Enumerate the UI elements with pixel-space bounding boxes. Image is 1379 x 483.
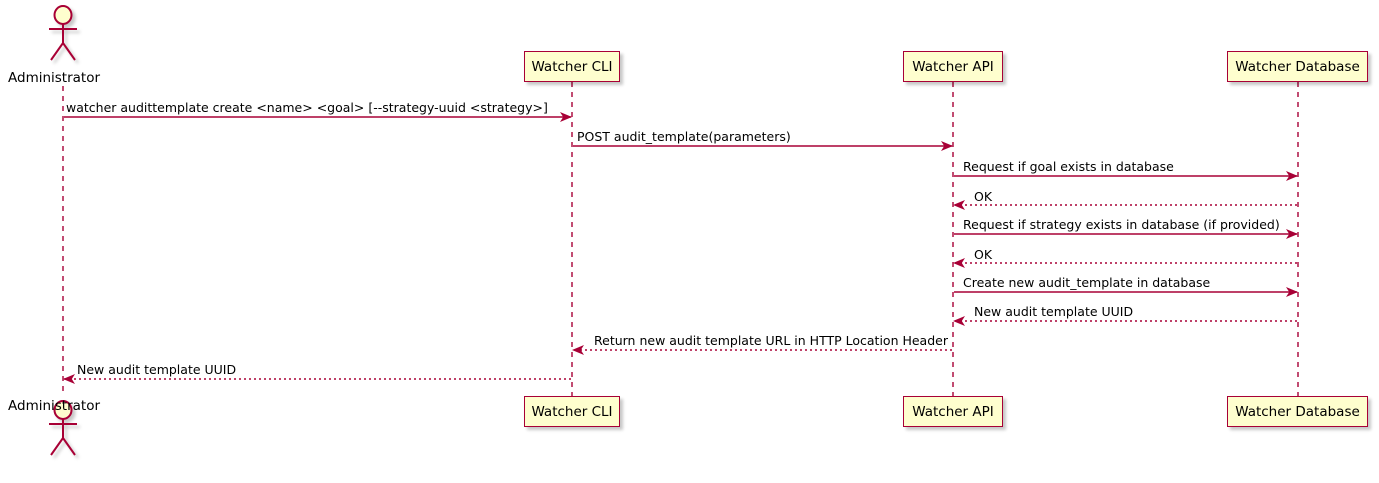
message-label-2: POST audit_template(parameters): [577, 129, 791, 144]
participant-box-watcher-cli-footer[interactable]: Watcher CLI: [524, 396, 620, 427]
message-label-10: New audit template UUID: [77, 362, 237, 377]
message-label-3: Request if goal exists in database: [963, 159, 1174, 174]
actor-figure-administrator-footer: [49, 400, 77, 456]
participant-box-watcher-database-footer[interactable]: Watcher Database: [1227, 396, 1368, 427]
participant-box-watcher-cli-header[interactable]: Watcher CLI: [524, 51, 620, 82]
actor-label-administrator-footer: Administrator: [8, 398, 101, 414]
actor-figures-group: [49, 5, 77, 456]
participant-box-watcher-api-header[interactable]: Watcher API: [903, 51, 1003, 82]
participant-box-watcher-api-footer[interactable]: Watcher API: [903, 396, 1003, 427]
message-label-6: OK: [974, 247, 993, 262]
actor-figure-administrator-header: [49, 5, 77, 61]
message-label-4: OK: [974, 189, 993, 204]
message-label-1: watcher audittemplate create <name> <goa…: [66, 100, 548, 115]
message-label-9: Return new audit template URL in HTTP Lo…: [594, 333, 948, 348]
message-label-8: New audit template UUID: [974, 304, 1134, 319]
participant-box-watcher-database-header[interactable]: Watcher Database: [1227, 51, 1368, 82]
message-arrows-group: [63, 112, 1298, 384]
message-label-5: Request if strategy exists in database (…: [963, 217, 1280, 232]
message-label-7: Create new audit_template in database: [963, 275, 1211, 290]
actor-label-administrator-header: Administrator: [8, 70, 101, 86]
lifelines-group: [62, 82, 1299, 396]
